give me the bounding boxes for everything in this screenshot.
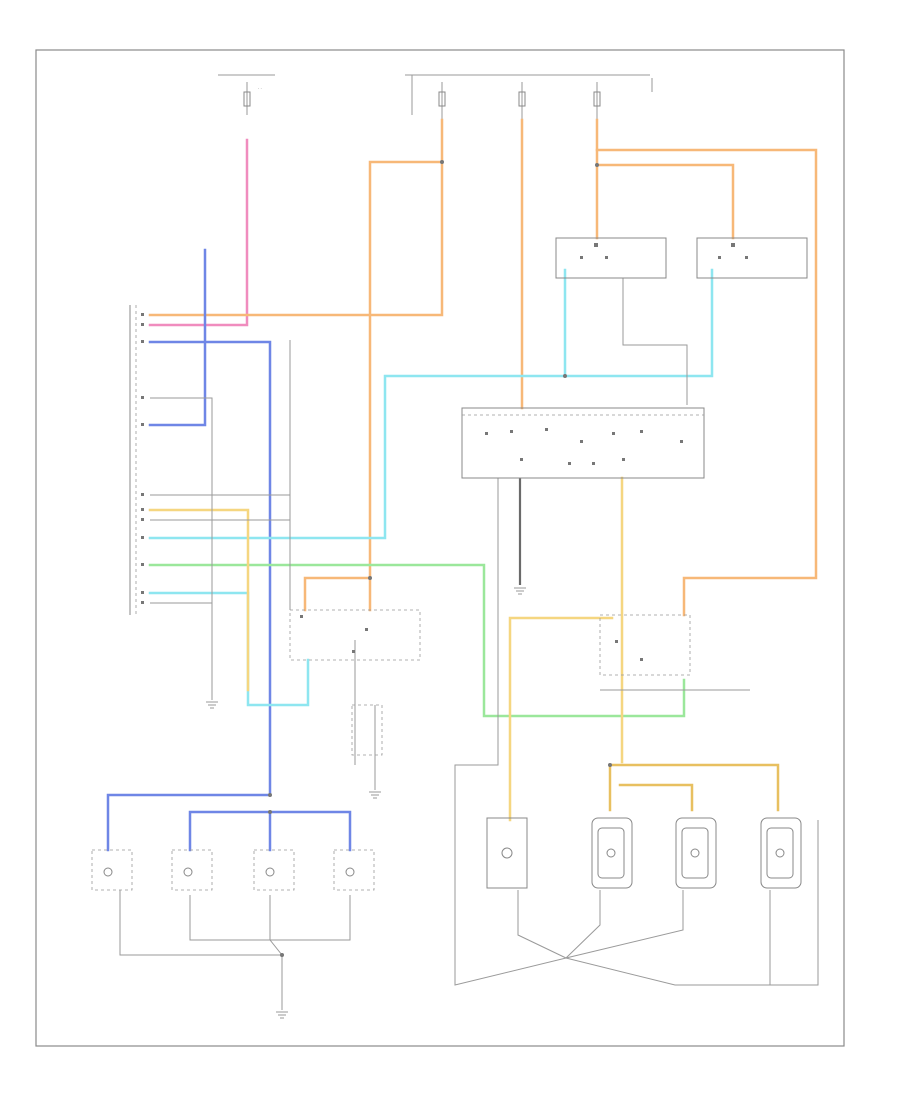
ground-bottom-left [276, 1011, 288, 1019]
splice-points [268, 160, 612, 957]
ground-left [206, 701, 218, 709]
ground-center [514, 587, 526, 595]
lamp-bottom-right-2 [591, 817, 633, 889]
wire-pink [148, 138, 249, 327]
wire-green [148, 563, 686, 718]
lamp-bottom-right-4 [760, 817, 802, 889]
lamp-bottom-right-1 [486, 817, 528, 889]
lamp-bottom-left-2 [171, 849, 213, 891]
fuse-panel-top-right [405, 74, 653, 120]
wire-cyan [148, 268, 714, 707]
lamp-switch-right[interactable] [696, 237, 808, 279]
fuse-block-top: · · [218, 74, 275, 115]
control-module-left [129, 305, 144, 615]
relay-center[interactable] [289, 609, 421, 756]
junction-block-center [461, 407, 705, 479]
relay-right[interactable] [599, 614, 691, 676]
wire-yellow [148, 476, 624, 822]
svg-text:· ·: · · [258, 86, 262, 91]
wire-orange-main [148, 118, 818, 617]
lamp-bottom-left-1 [91, 849, 133, 891]
lamp-switch-left[interactable] [555, 237, 667, 279]
lamp-bottom-right-3 [675, 817, 717, 889]
wire-gold [608, 763, 780, 812]
diagram-frame [35, 49, 845, 1047]
lamp-bottom-left-4 [333, 849, 375, 891]
ground-relay [369, 791, 381, 799]
wire-gray [119, 278, 819, 1010]
wire-blue [106, 248, 352, 852]
lamp-bottom-left-3 [253, 849, 295, 891]
